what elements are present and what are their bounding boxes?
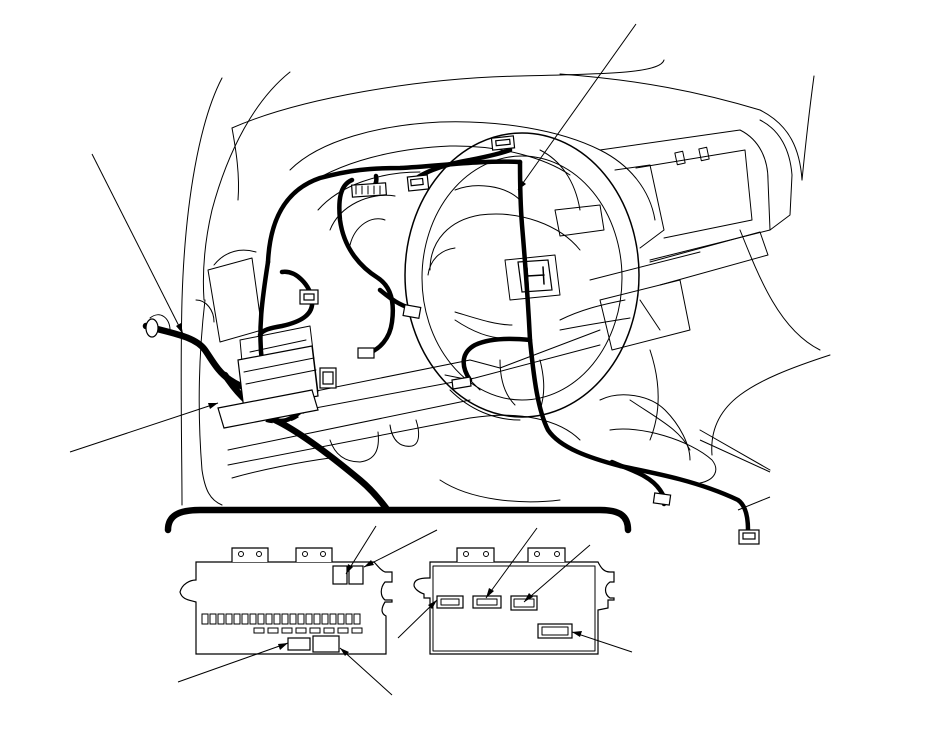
callout-leader-left-bottom-connector-2	[339, 647, 393, 696]
callout-leaders	[69, 23, 771, 696]
callout-leader-harness-left	[91, 153, 184, 335]
connector-fusebox-side	[319, 367, 337, 389]
callout-leader-harness-top-right	[517, 23, 637, 191]
detail-bracket	[164, 506, 632, 534]
connector-bracket	[299, 289, 319, 305]
callout-leader-connector-right-end	[737, 496, 771, 511]
fuse-box-detail-right	[413, 547, 615, 655]
harness-connectors	[145, 135, 760, 545]
callout-leader-harness-right	[699, 439, 771, 473]
callout-leader-right-connector-2	[523, 544, 591, 603]
connector-right-end	[738, 529, 760, 545]
connector-mid-branch	[402, 303, 422, 319]
fuse-row	[201, 613, 361, 625]
fuse-box-in-dash	[217, 345, 319, 429]
callout-leader-fusebox-left	[69, 402, 219, 453]
callout-leader-right-connector-4	[571, 631, 633, 653]
callout-leader-left-bottom-connector	[177, 642, 289, 683]
connector-gauge-right	[406, 174, 430, 192]
connector-lower-branch	[357, 347, 375, 359]
bracket-bar	[451, 376, 472, 390]
callout-leader-relay-a	[345, 525, 377, 575]
callout-leader-right-connector-3	[397, 599, 438, 639]
connector-top-center	[490, 135, 516, 151]
grommet-left	[145, 318, 159, 338]
callout-leader-relay-b	[363, 529, 438, 568]
callout-leader-right-connector-1	[485, 527, 538, 599]
fuse-box-detail-left	[179, 547, 393, 655]
wiring-harness	[142, 147, 751, 533]
connector-gauge-left	[350, 182, 388, 198]
connector-right-lower	[652, 492, 672, 506]
dashboard-outline	[149, 59, 831, 506]
